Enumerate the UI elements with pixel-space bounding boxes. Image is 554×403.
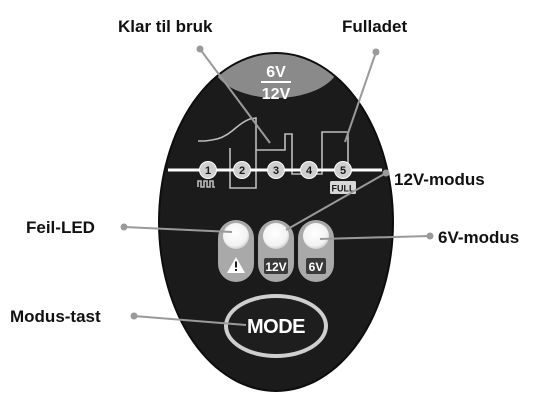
voltage-bottom-label: 12V <box>262 86 291 103</box>
callout-ready: Klar til bruk <box>118 17 213 36</box>
pulse-trace <box>197 180 215 188</box>
full-badge: FULL <box>330 181 356 194</box>
mode-button[interactable]: MODE <box>224 294 328 358</box>
callout-full: Fulladet <box>342 17 408 36</box>
stage-indicators: 1 2 3 4 5 <box>199 161 352 179</box>
leader-error <box>123 226 233 233</box>
svg-text:FULL: FULL <box>332 184 355 194</box>
svg-text:6V: 6V <box>309 260 324 274</box>
leader-6v <box>319 235 431 240</box>
voltage-top-label: 6V <box>266 64 286 81</box>
mode-button-label: MODE <box>247 316 305 338</box>
svg-text:12V: 12V <box>265 260 286 274</box>
stage-indicator-2: 2 <box>233 161 251 179</box>
svg-text:1: 1 <box>205 165 211 177</box>
svg-text:2: 2 <box>239 165 245 177</box>
voltage-curve <box>198 117 262 151</box>
leader-dots <box>120 45 434 320</box>
callout-6v-mode: 6V-modus <box>438 228 519 247</box>
svg-text:4: 4 <box>306 165 313 177</box>
leader-full <box>344 51 377 143</box>
leader-12v <box>285 172 387 231</box>
callout-12v-mode: 12V-modus <box>394 170 485 189</box>
svg-text:3: 3 <box>273 165 279 177</box>
error-led-pad <box>218 220 254 282</box>
charging-curve <box>197 117 349 189</box>
stage-indicator-4: 4 <box>300 161 318 179</box>
led-12v-pad: 12V <box>258 220 294 282</box>
leader-ready <box>199 48 271 144</box>
voltage-cap <box>212 54 340 98</box>
callout-mode-key: Modus-tast <box>10 307 101 326</box>
error-led <box>223 223 249 249</box>
stage-indicator-1: 1 <box>199 161 217 179</box>
leader-mode <box>133 315 247 326</box>
led-6v <box>303 223 329 249</box>
leader-lines <box>123 48 431 326</box>
led-12v <box>263 223 289 249</box>
svg-text:5: 5 <box>340 165 346 177</box>
callout-error-led: Feil-LED <box>26 218 95 237</box>
stage-indicator-5: 5 <box>334 161 352 179</box>
led-6v-pad: 6V <box>298 220 334 282</box>
stage-indicator-3: 3 <box>267 161 285 179</box>
